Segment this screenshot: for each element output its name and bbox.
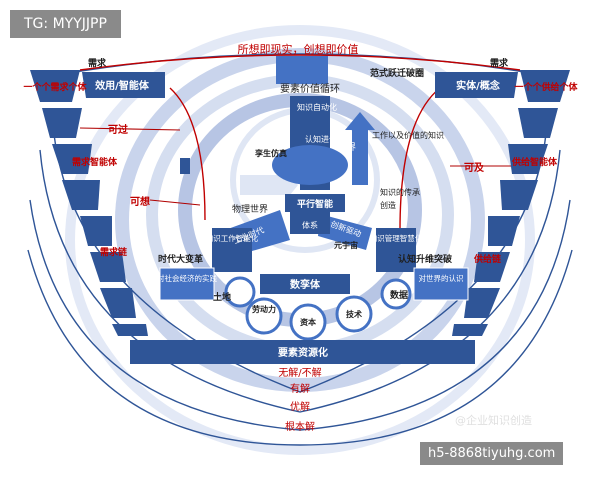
watermark: @企业知识创造	[455, 414, 532, 427]
left-demand-chain-label: 需求链	[100, 246, 128, 258]
system-label: 体系	[302, 220, 318, 230]
knowledge-mgmt-label: 知识管理智慧化	[370, 233, 423, 243]
factor-cycle-label: 要素价值循环	[280, 82, 340, 95]
right-reachable-label: 可及	[464, 162, 485, 174]
land-label: 土地	[213, 291, 231, 303]
left-funnel	[30, 70, 165, 336]
world-cognition-label: 对世界的认识	[419, 273, 464, 283]
cognitive-upgrade-label: 认知升维突破	[398, 253, 453, 265]
left-thinkable-label: 可想	[130, 195, 150, 208]
red-arrows	[79, 127, 520, 206]
left-demand-agent-label: 需求智能体	[72, 156, 118, 168]
left-demand-label: 需求	[88, 57, 107, 69]
era-change-label: 时代大变革	[158, 253, 203, 265]
work-knowledge-label: 工作以及价值的知识	[372, 130, 444, 140]
technology-label: 技术	[346, 309, 362, 319]
left-utility-label: 效用/智能体	[95, 79, 150, 92]
digital-twin-label: 数孪体	[290, 278, 321, 291]
center-blocks	[159, 56, 469, 301]
cognitive-evo-label: 认知进化	[305, 134, 337, 144]
social-practice-label: 对社会经济的实践	[157, 273, 217, 283]
right-demand-label: 需求	[490, 57, 509, 69]
data-label: 数据	[390, 289, 408, 301]
left-passable-label: 可过	[108, 123, 128, 136]
twin-sim-label: 孪生仿真	[255, 148, 287, 158]
corner-tag: TG: MYYJJPP	[10, 10, 121, 38]
right-supply-agent-label: 供给智能体	[511, 156, 558, 168]
right-supply-chain-label: 供给链	[473, 253, 502, 265]
world-label: 世界	[338, 141, 356, 153]
top-arc-text: 所想即现实，创想即价值	[238, 42, 359, 56]
parallel-intel-label: 平行智能	[297, 198, 333, 210]
no-solution-label: 无解/不解	[278, 366, 321, 379]
labor-label: 劳动力	[252, 304, 276, 314]
footer-tag: h5-8868tiyuhg.com	[420, 442, 564, 465]
root-solution-label: 根本解	[285, 420, 315, 433]
bottom-bar	[130, 340, 475, 364]
knowledge-transmit-label: 知识的传承	[380, 187, 420, 197]
paradigm-label: 范式跃迁破圈	[370, 67, 424, 79]
right-supply-individual-label: 一个个供给个体	[514, 81, 578, 93]
factor-resource-label: 要素资源化	[278, 346, 328, 359]
create-label: 创造	[380, 200, 396, 210]
knowledge-auto-label: 知识自动化	[297, 102, 337, 112]
knowledge-work-label: 知识工作智能化	[206, 233, 259, 243]
has-solution-label: 有解	[290, 382, 310, 395]
right-funnel	[435, 70, 570, 336]
capital-label: 资本	[300, 317, 316, 327]
metaverse-label: 元宇宙	[334, 240, 358, 250]
optimal-solution-label: 优解	[290, 400, 310, 413]
element-circles	[224, 276, 412, 341]
right-entity-label: 实体/概念	[456, 79, 500, 92]
text-layer: 所想即现实，创想即价值 要素价值循环 范式跃迁破圈 知识自动化 认知进化 孪生仿…	[23, 42, 578, 433]
left-demand-individual-label: 一个个需求个体	[23, 81, 87, 93]
red-connectors	[79, 54, 521, 231]
physical-world-label: 物理世界	[232, 203, 268, 215]
